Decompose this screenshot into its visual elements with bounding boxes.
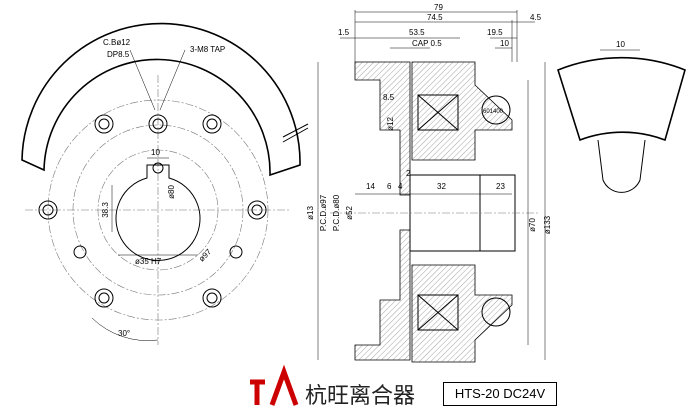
bore-circle-label: ø80: [167, 185, 176, 199]
key-depth-label: 38.3: [101, 202, 110, 218]
key-width-label: 10: [151, 148, 160, 157]
seg-14: 14: [366, 182, 375, 191]
cb-label: C.Bø12: [103, 38, 131, 47]
dim-right-offset: 4.5: [530, 13, 542, 22]
watermark: 杭旺离合器: [250, 364, 415, 408]
watermark-text: 杭旺离合器: [305, 383, 415, 408]
dim-8-5: 8.5: [383, 93, 395, 102]
dim-len-c: 10: [500, 39, 509, 48]
seg-2: 2: [406, 169, 411, 178]
pcd-label: ø97: [197, 247, 214, 264]
pcd80-label: P.C.D.ø80: [332, 194, 341, 231]
dim-d133: ø133: [543, 215, 552, 234]
seg-32: 32: [437, 182, 446, 191]
dim-body: 74.5: [427, 13, 443, 22]
detail-view: 10: [557, 40, 686, 193]
bore-label: ø35 H7: [135, 257, 162, 266]
dim-left-offset: 1.5: [338, 28, 350, 37]
detail-width-label: 10: [616, 40, 625, 49]
dp-label: DP8.5: [107, 50, 130, 59]
dim-len-b: 19.5: [487, 28, 503, 37]
d52-label: ø52: [345, 206, 354, 220]
dim-overall: 79: [434, 3, 443, 12]
dim-len-a: 53.5: [409, 28, 425, 37]
pcd97-label: P.C.D.ø97: [319, 194, 328, 231]
front-view: C.Bø12 DP8.5 3-M8 TAP 10 ø80 38.3 ø35 H7…: [21, 22, 309, 345]
model-label: HTS-20 DC24V: [443, 382, 557, 406]
bolt-holes: [38, 114, 267, 308]
d13-label: ø13: [306, 206, 315, 220]
seg-6: 6: [387, 182, 392, 191]
section-view: 79 74.5 4.5 1.5 53.5 19.5 10 CAP 0.5 8.5…: [306, 3, 552, 363]
seg-23: 23: [496, 182, 505, 191]
dim-d70: ø70: [528, 218, 537, 232]
tap-label: 3-M8 TAP: [190, 45, 225, 54]
dim-gap: CAP 0.5: [412, 39, 442, 48]
seg-4: 4: [398, 182, 403, 191]
dim-12: ø12: [386, 117, 395, 131]
hc-logo: [250, 364, 299, 406]
angle-label: 30°: [118, 329, 130, 338]
bearing-label: 601400: [483, 109, 504, 115]
